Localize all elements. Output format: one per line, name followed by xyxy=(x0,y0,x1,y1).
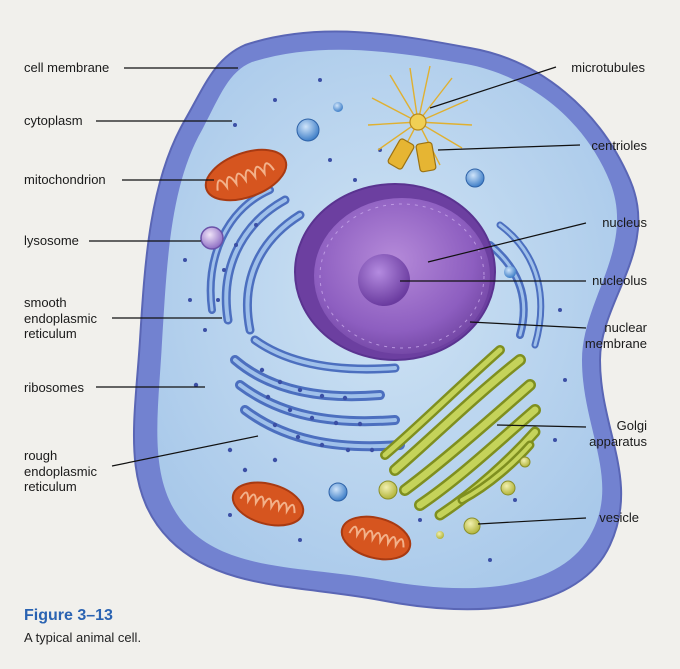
figure-title: Figure 3–13 xyxy=(24,607,113,624)
ribosome-dots xyxy=(183,78,567,562)
label-cytoplasm: cytoplasm xyxy=(24,113,83,128)
microtubules-shape xyxy=(367,65,473,166)
label-lysosome: lysosome xyxy=(24,233,79,248)
label-mitochondrion: mitochondrion xyxy=(24,172,106,187)
centrioles-shape xyxy=(387,138,437,173)
nucleus-group xyxy=(294,183,496,361)
endoplasmic-reticulum xyxy=(206,186,545,452)
leader-golgi xyxy=(496,424,587,428)
label-microtubules: microtubules xyxy=(571,60,645,75)
leader-nucleus xyxy=(427,222,587,263)
label-vesicle: vesicle xyxy=(599,510,639,525)
mitochondrion-lower-left xyxy=(231,481,305,527)
label-ribosomes: ribosomes xyxy=(24,380,84,395)
label-rough-er: rough endoplasmic reticulum xyxy=(24,448,97,494)
leader-rough-er xyxy=(111,435,259,467)
golgi-vesicles xyxy=(378,456,531,539)
nucleolus-shape xyxy=(358,254,410,306)
leader-vesicle xyxy=(477,517,587,525)
label-centrioles: centrioles xyxy=(591,138,647,153)
vesicles xyxy=(296,102,516,502)
label-nucleolus: nucleolus xyxy=(592,273,647,288)
figure-caption: A typical animal cell. xyxy=(24,630,142,645)
leader-centrioles xyxy=(437,144,581,151)
label-golgi-apparatus: Golgi apparatus xyxy=(589,418,647,449)
label-nuclear-membrane: nuclear membrane xyxy=(584,320,647,351)
label-nucleus: nucleus xyxy=(602,215,647,230)
label-smooth-er: smooth endoplasmic reticulum xyxy=(24,295,97,341)
leader-lines xyxy=(89,66,587,525)
lysosome-shape xyxy=(200,226,224,250)
leader-nuclear-membrane xyxy=(469,321,587,329)
mitochondrion-lower-right xyxy=(340,515,412,561)
leader-microtubules xyxy=(429,66,557,109)
golgi-shape xyxy=(380,345,541,521)
mitochondrion-upper xyxy=(204,148,288,202)
label-cell-membrane: cell membrane xyxy=(24,60,110,75)
